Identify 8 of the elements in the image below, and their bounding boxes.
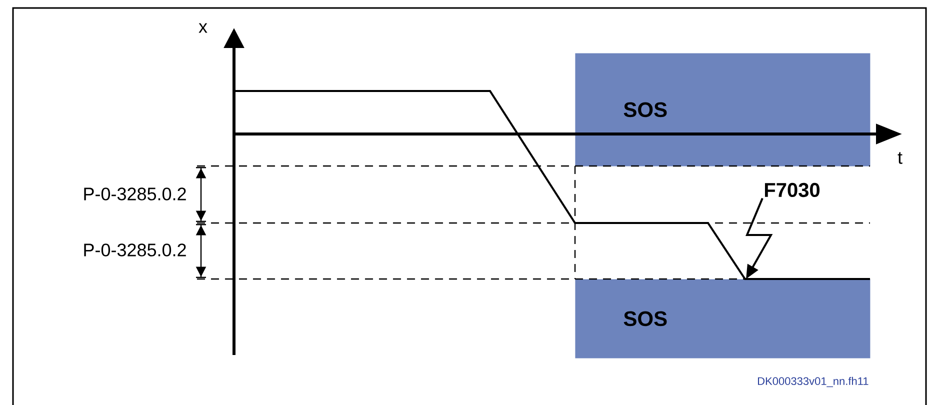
parameter-label: P-0-3285.0.2 <box>84 188 186 200</box>
fault-label: F7030 <box>764 182 820 198</box>
axis-label: x <box>198 23 208 33</box>
figure-id: DK000333v01_nn.fh11 <box>758 376 868 388</box>
sos-band: SOS <box>575 279 870 358</box>
parameter-label: P-0-3285.0.2 <box>84 244 186 256</box>
axis-label: t <box>898 152 902 164</box>
sos-band: SOS <box>575 53 870 166</box>
